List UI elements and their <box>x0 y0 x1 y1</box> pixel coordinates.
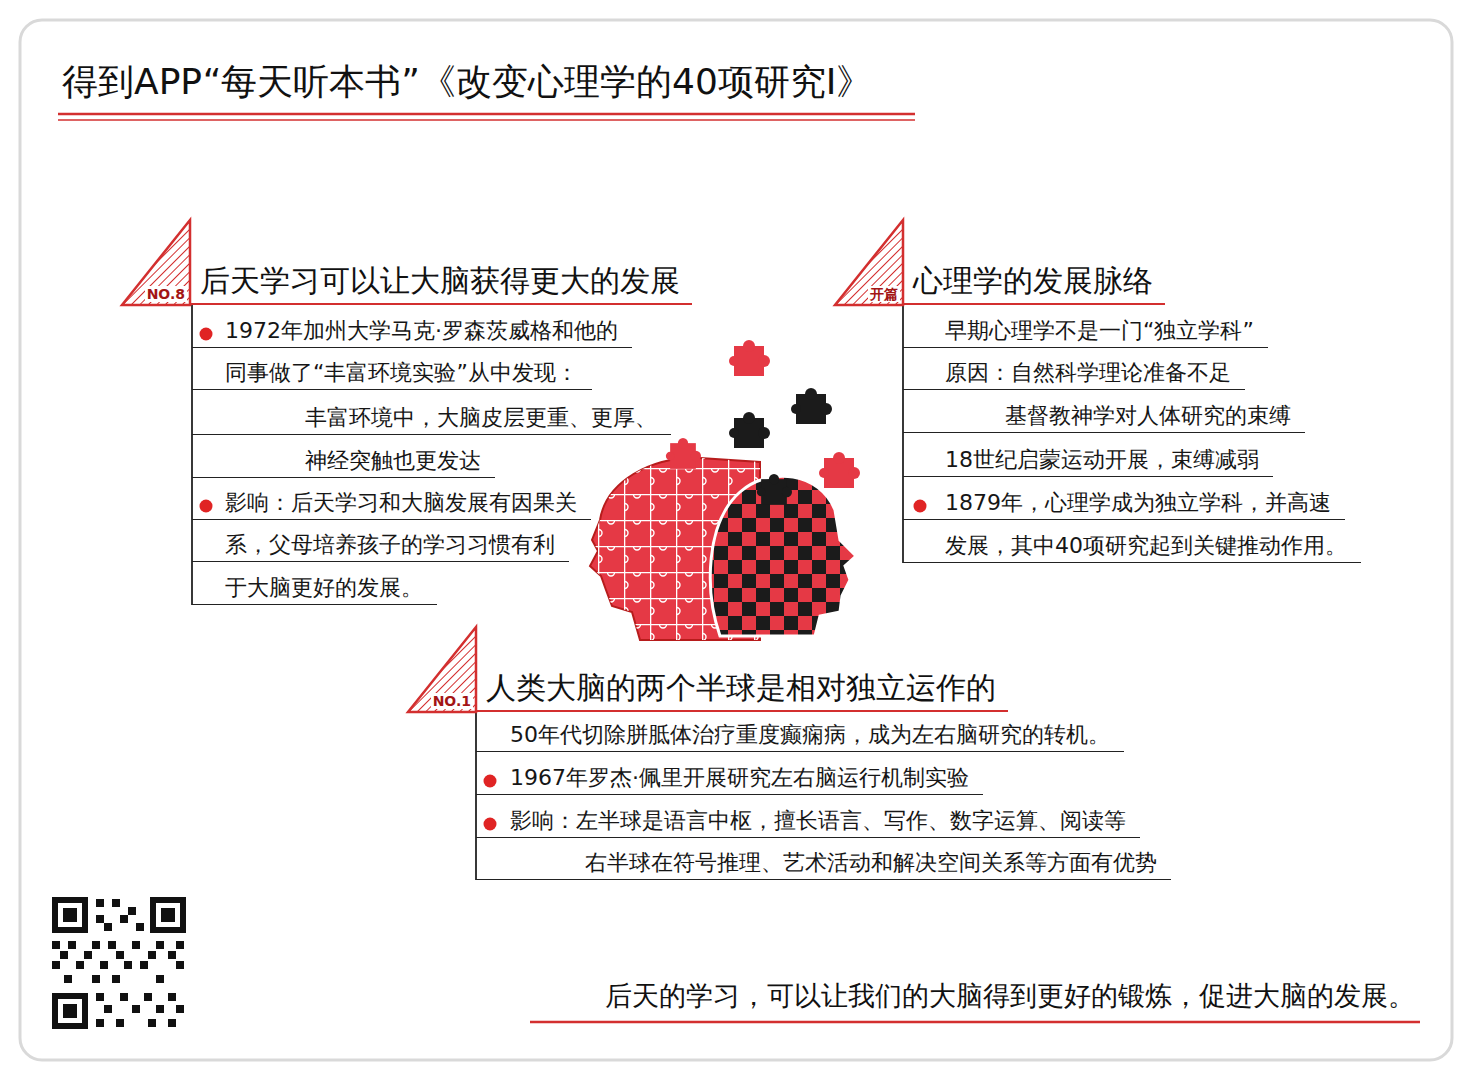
section-heading: 人类大脑的两个半球是相对独立运作的 <box>476 668 1008 712</box>
note-line: 于大脑更好的发展。 <box>192 573 437 605</box>
note-line: 18世纪启蒙运动开展，束缚减弱 <box>903 445 1273 477</box>
note-line: 发展，其中40项研究起到关键推动作用。 <box>903 531 1361 563</box>
puzzle-pieces <box>666 340 860 505</box>
section-number: 开篇 <box>868 286 900 302</box>
note-line: 1972年加州大学马克·罗森茨威格和他的 <box>192 316 632 348</box>
caption-underline <box>530 1021 1420 1024</box>
page-title: 得到APP“每天听本书”《改变心理学的40项研究Ⅰ》 <box>62 58 872 106</box>
tag-triangle-shape <box>408 627 476 712</box>
red-piece <box>819 452 860 488</box>
note-line: 原因：自然科学理论准备不足 <box>903 358 1245 390</box>
qr-code <box>52 897 186 1029</box>
red-piece <box>729 340 770 376</box>
page-frame <box>20 20 1452 1060</box>
branch-lines <box>192 305 903 880</box>
note-line: 1879年，心理学成为独立学科，并高速 <box>903 488 1345 520</box>
note-line: 神经突触也更发达 <box>192 446 495 478</box>
note-line: 50年代切除胼胝体治疗重度癫痫病，成为左右脑研究的转机。 <box>476 720 1124 752</box>
tag-triangle-shape <box>122 220 190 305</box>
note-line: 基督教神学对人体研究的束缚 <box>903 401 1305 433</box>
black-piece <box>757 474 792 505</box>
note-line: 丰富环境中，大脑皮层更重、更厚、 <box>192 403 671 435</box>
page-caption: 后天的学习，可以让我们的大脑得到更好的锻炼，促进大脑的发展。 <box>605 976 1415 1016</box>
note-line: 1967年罗杰·佩里开展研究左右脑运行机制实验 <box>476 763 983 795</box>
title-underline <box>58 114 915 120</box>
tag-triangle-shape <box>835 220 903 305</box>
note-line: 影响：左半球是语言中枢，擅长语言、写作、数字运算、阅读等 <box>476 806 1140 838</box>
note-line: 系，父母培养孩子的学习习惯有利 <box>192 530 569 562</box>
puzzle-heads <box>580 450 856 650</box>
note-line: 同事做了“丰富环境实验”从中发现： <box>192 358 592 390</box>
note-line: 影响：后天学习和大脑发展有因果关 <box>192 488 591 520</box>
black-piece <box>791 388 832 424</box>
red-piece <box>666 438 701 469</box>
section-tag: 开篇心理学的发展脉络 <box>835 220 903 305</box>
section-number: NO.1 <box>431 693 473 709</box>
section-heading: 后天学习可以让大脑获得更大的发展 <box>190 261 692 305</box>
black-piece <box>729 412 770 448</box>
section-tag: NO.8后天学习可以让大脑获得更大的发展 <box>122 220 190 305</box>
note-line: 早期心理学不是一门“独立学科” <box>903 316 1268 348</box>
section-tag: NO.1人类大脑的两个半球是相对独立运作的 <box>408 627 476 712</box>
section-heading: 心理学的发展脉络 <box>903 261 1165 305</box>
note-line: 右半球在符号推理、艺术活动和解决空间关系等方面有优势 <box>476 848 1171 880</box>
section-number: NO.8 <box>145 286 187 302</box>
